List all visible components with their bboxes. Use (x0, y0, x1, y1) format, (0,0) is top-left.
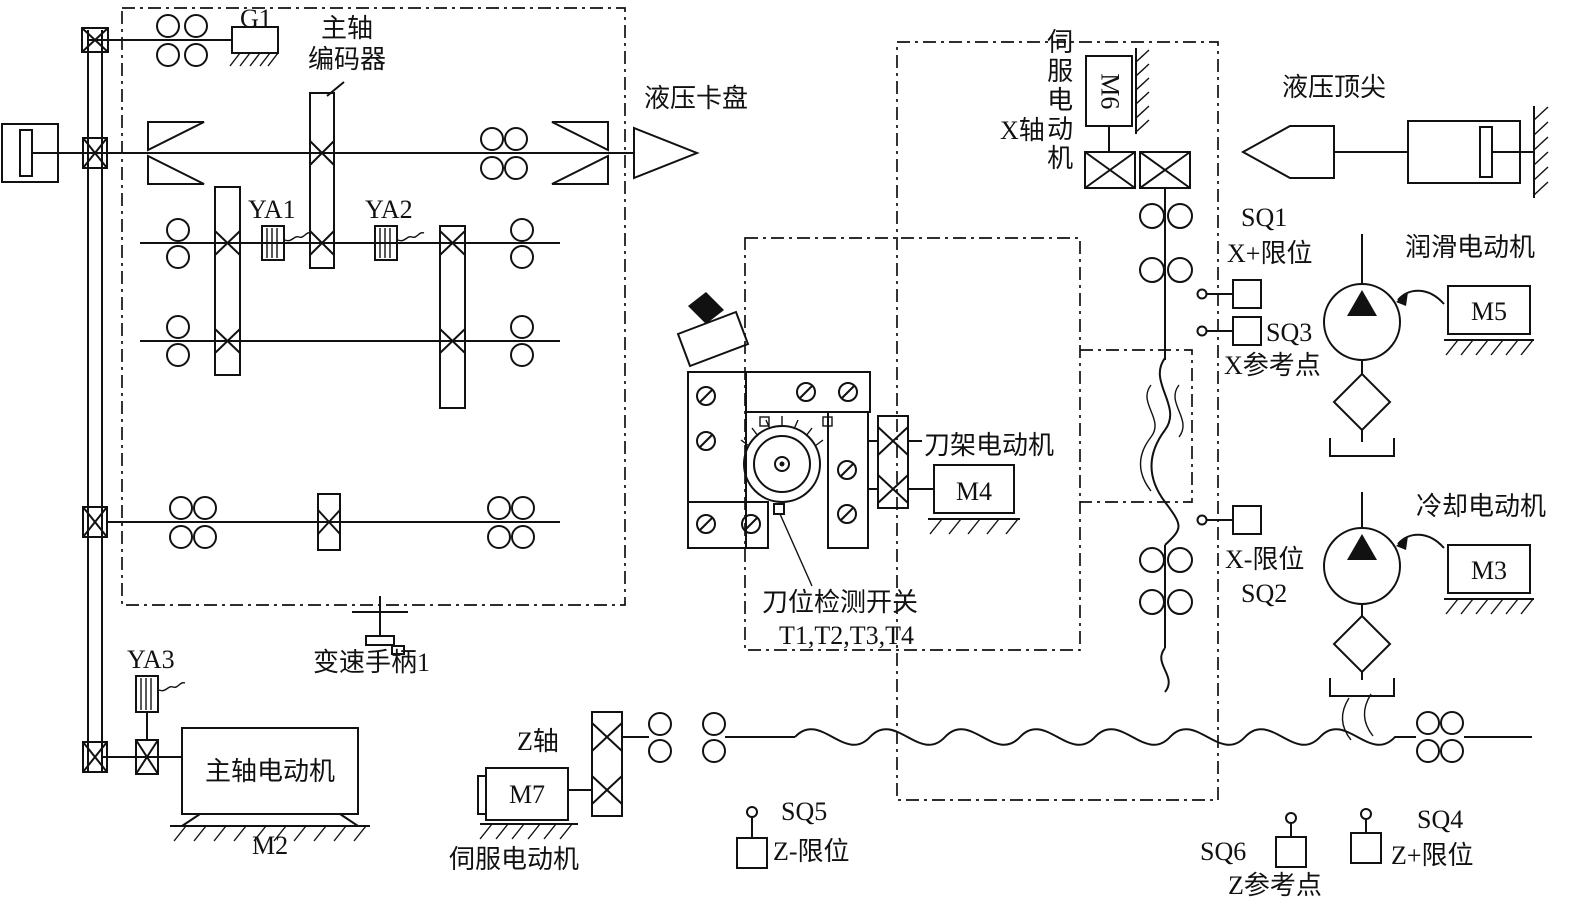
z-motor-id-label: M7 (508, 780, 546, 809)
tank-bracket (1329, 678, 1395, 697)
turret-gear-teeth (740, 416, 824, 447)
solenoid-ya1-symbol (261, 225, 312, 261)
tool-insert (688, 292, 724, 324)
belt-drive (81, 27, 109, 773)
tool-positions-label: T1,T2,T3,T4 (779, 621, 915, 650)
x-motor-id-label: M6 (1086, 56, 1132, 126)
lube-motor-mount-hatch (1445, 339, 1534, 356)
x-minus-limit-label: X-限位 (1225, 545, 1305, 574)
spindle-motor-mount-hatch (173, 825, 367, 842)
z-motor-mount-hatch (479, 823, 573, 840)
filter-symbol (1332, 614, 1392, 674)
cooling-motor-mount-hatch (1445, 598, 1534, 615)
turret-assembly (676, 292, 1020, 587)
hydraulic-chuck-label: 液压卡盘 (644, 84, 749, 113)
spindle-motor-id-label: M2 (252, 831, 289, 860)
x-servo-label: 伺服电动机 (1043, 28, 1073, 173)
solenoid-ya2-symbol (374, 225, 425, 261)
spindle-assembly (1, 81, 700, 269)
x-motor-mount-hatch (1135, 49, 1150, 133)
x-ref-label: X参考点 (1224, 351, 1321, 380)
spindle-motor-symbol (102, 727, 370, 842)
gearbox-enclosure (121, 7, 626, 606)
lube-motor-id-label: M5 (1470, 297, 1508, 326)
spindle-encoder-label: 主轴 编码器 (282, 14, 412, 75)
filter-symbol (1332, 372, 1392, 432)
tailstock-wall-hatch (1533, 106, 1549, 196)
gear-shaft-3 (140, 315, 560, 367)
ya1-label: YA1 (248, 195, 296, 224)
z-axis-assembly (477, 693, 1532, 840)
pump-triangle (1347, 534, 1377, 560)
z-ballscrew-wave (794, 728, 1416, 746)
x-axis-label: X轴 (1000, 116, 1045, 145)
turret-motor-box (933, 464, 1015, 514)
gear-shaft-2 (140, 186, 560, 409)
cooling-motor-label: 冷却电动机 (1416, 492, 1547, 521)
shift-handle-label: 变速手柄1 (313, 648, 431, 677)
tank-bracket (1329, 438, 1395, 457)
z-servo-label: 伺服电动机 (449, 845, 580, 874)
turret-motor-label: 刀架电动机 (924, 431, 1055, 460)
turret-screws (696, 382, 858, 534)
encoder-assembly (88, 14, 279, 67)
rotation-arrow (1397, 533, 1445, 549)
solenoid-ya3-symbol (135, 675, 186, 740)
sq2-id-label: SQ2 (1241, 579, 1288, 608)
z-plus-limit-label: Z+限位 (1391, 841, 1474, 870)
chuck-cone (633, 126, 700, 180)
limit-switch-sq1-symbol (1232, 279, 1262, 309)
sq6-id-label: SQ6 (1200, 837, 1247, 866)
turret-motor-mount-hatch (929, 518, 1019, 535)
z-axis-label: Z轴 (517, 727, 559, 756)
sq4-id-label: SQ4 (1417, 805, 1464, 834)
x-plus-limit-label: X+限位 (1227, 239, 1313, 268)
shift-handle-symbol (352, 596, 408, 655)
spindle-encoder-line2: 编码器 (307, 44, 386, 74)
cooling-motor-box (1447, 544, 1531, 594)
z-ref-label: Z参考点 (1228, 871, 1322, 900)
rotation-arrow (1397, 289, 1445, 305)
ya2-label: YA2 (365, 195, 413, 224)
tool-holder (676, 310, 750, 368)
limit-switch-sq5-symbol (736, 806, 768, 869)
x-unit-enclosure (896, 41, 1219, 801)
tailstock-label: 液压顶尖 (1282, 73, 1387, 102)
ref-switch-sq3-symbol (1232, 316, 1262, 346)
turret-motor-id-label: M4 (955, 477, 993, 506)
lube-motor-box (1447, 285, 1531, 335)
pump-triangle (1347, 290, 1377, 316)
limit-switch-sq4-symbol (1350, 808, 1382, 864)
encoder-id-label: G1 (240, 4, 272, 33)
cooling-pump-group (1323, 492, 1534, 697)
limit-switch-sq2-symbol (1232, 505, 1262, 535)
lube-motor-label: 润滑电动机 (1405, 233, 1536, 262)
x-axis-assembly (1084, 48, 1262, 693)
spindle-encoder-line1: 主轴 (320, 14, 373, 43)
z-minus-limit-label: Z-限位 (773, 837, 850, 866)
tool-switch-label: 刀位检测开关 (762, 588, 919, 617)
turret-enclosure (744, 237, 1081, 651)
sq3-id-label: SQ3 (1266, 318, 1313, 347)
spindle-motor-label: 主轴电动机 (204, 757, 335, 786)
x-motor-id-text: M6 (1095, 72, 1125, 110)
ya3-label: YA3 (127, 645, 175, 674)
tailstock-symbol (1240, 106, 1549, 198)
gear-shaft-4 (107, 493, 560, 551)
cooling-motor-id-label: M3 (1470, 556, 1508, 585)
sq5-id-label: SQ5 (781, 797, 828, 826)
ref-switch-sq6-symbol (1275, 812, 1307, 868)
tool-position-sensor (773, 503, 785, 515)
encoder-mount-hatch (229, 52, 279, 67)
x-ballscrew-wave (1150, 357, 1180, 546)
sq1-id-label: SQ1 (1241, 203, 1288, 232)
tool-switch-leader (779, 513, 813, 587)
lubrication-pump-group (1323, 234, 1534, 457)
